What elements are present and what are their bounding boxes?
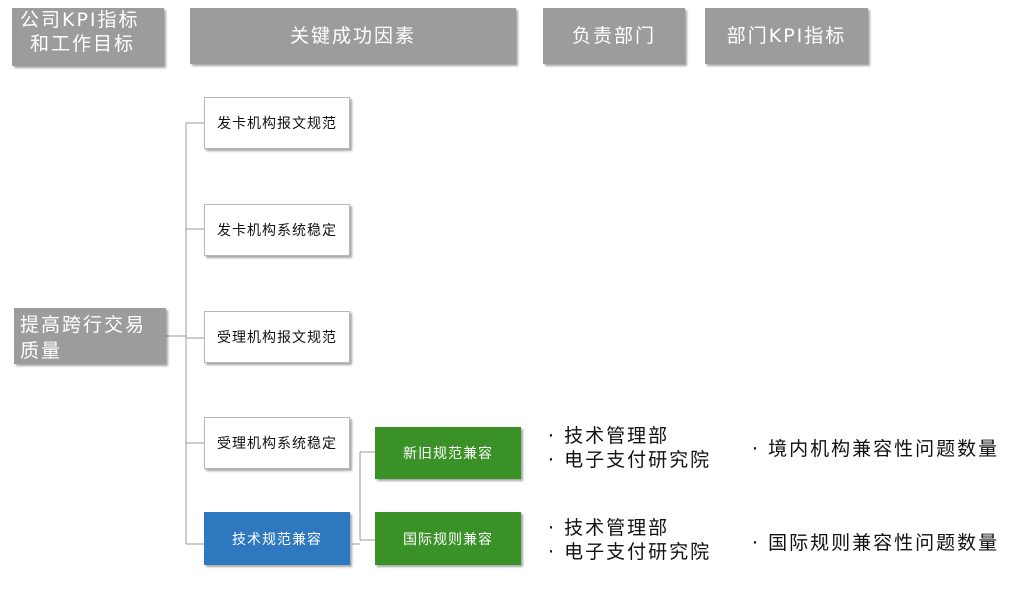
factor-node-tech-compat: 技术规范兼容 [204,512,350,565]
department-list-1: · 技术管理部 · 电子支付研究院 [548,424,711,472]
department-item: · 电子支付研究院 [548,449,712,471]
department-item: · 技术管理部 [548,425,670,447]
factor-node-acquirer-system: 受理机构系统稳定 [204,417,350,469]
root-node-line2: 质量 [20,340,63,362]
root-node: 提高跨行交易 质量 [14,308,166,364]
sub-factor-node-old-new: 新旧规范兼容 [375,427,521,479]
header-company-kpi-line1: 公司KPI指标 [20,9,140,31]
dept-kpi-domestic: · 境内机构兼容性问题数量 [752,438,1000,460]
department-item: · 电子支付研究院 [548,541,712,563]
dept-kpi-international: · 国际规则兼容性问题数量 [752,532,1000,554]
sub-factor-node-international: 国际规则兼容 [375,512,521,565]
department-item: · 技术管理部 [548,517,670,539]
header-responsible-dept: 负责部门 [543,8,685,64]
header-company-kpi: 公司KPI指标 和工作目标 [12,8,164,66]
factor-node-issuer-system: 发卡机构系统稳定 [204,204,350,256]
factor-node-acquirer-message: 受理机构报文规范 [204,311,350,363]
root-node-line1: 提高跨行交易 [20,314,147,336]
header-company-kpi-line2: 和工作目标 [30,33,136,55]
factor-node-issuer-message: 发卡机构报文规范 [204,97,350,149]
header-dept-kpi: 部门KPI指标 [705,8,868,64]
department-list-2: · 技术管理部 · 电子支付研究院 [548,516,711,564]
header-key-factors: 关键成功因素 [190,8,516,64]
